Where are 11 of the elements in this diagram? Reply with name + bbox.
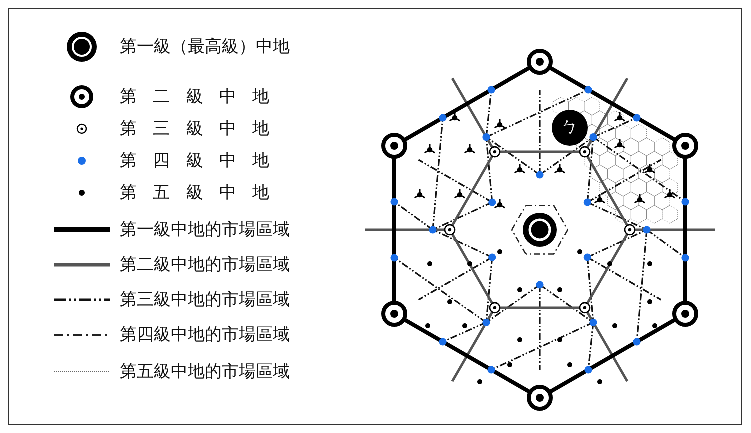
legend-label: 第二級中地的市場區域: [120, 255, 290, 275]
legend-label: 第一級（最高級）中地: [120, 37, 290, 57]
legend-label: 第五級中地: [120, 183, 286, 203]
legend-label: 第二級中地: [120, 87, 286, 107]
legend-label: 第三級中地: [120, 119, 286, 139]
legend-label: 第一級中地的市場區域: [120, 220, 290, 240]
area-marker-label: ㄅ: [561, 118, 579, 138]
legend-label: 第四級中地的市場區域: [120, 325, 290, 345]
legend-label: 第五級中地的市場區域: [120, 362, 290, 382]
legend-label: 第四級中地: [120, 151, 286, 171]
legend-label: 第三級中地的市場區域: [120, 290, 290, 310]
